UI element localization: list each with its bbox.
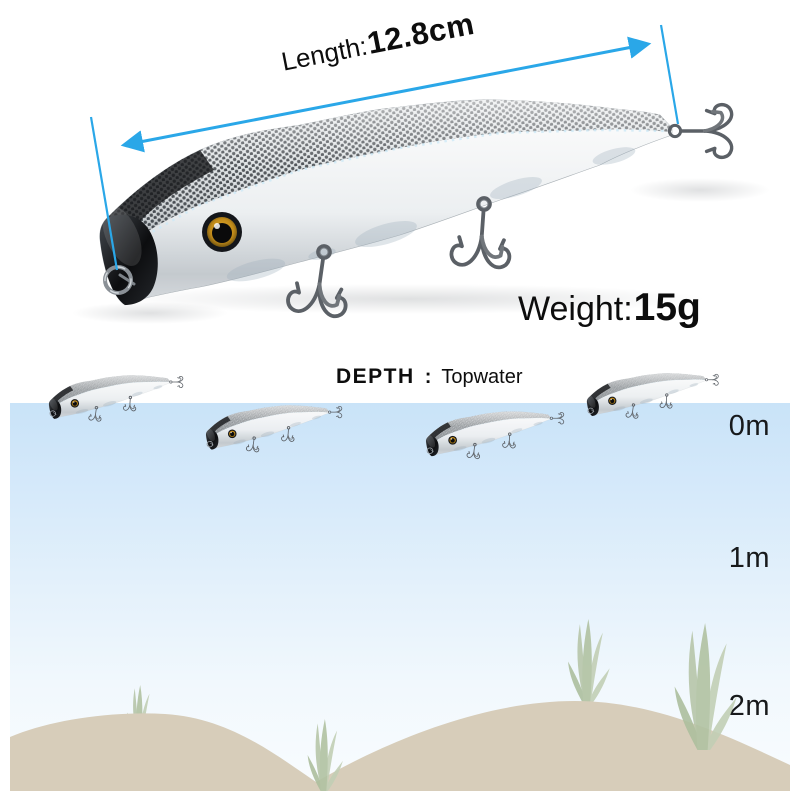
depth-marker-2m: 2m <box>728 690 770 722</box>
length-value: 12.8cm <box>364 5 478 61</box>
lure-head-shadow <box>72 302 228 324</box>
weight-value: 15g <box>633 286 701 329</box>
weight-dimension: Weight: 15g <box>518 286 701 330</box>
length-label: Length: <box>278 30 370 77</box>
water-depth-gradient: 0m 1m 2m <box>10 403 790 791</box>
depth-header: DEPTH : Topwater <box>336 365 523 389</box>
depth-separator: : <box>424 366 432 388</box>
lure-tail-shadow <box>630 178 770 202</box>
main-lure-photo <box>94 100 731 318</box>
depth-label: DEPTH <box>336 365 415 388</box>
depth-marker-0m: 0m <box>728 410 770 442</box>
weight-label: Weight: <box>518 290 633 328</box>
depth-value: Topwater <box>441 366 523 388</box>
length-tick-left <box>89 116 119 271</box>
length-dimension: Length: 12.8cm <box>227 0 533 112</box>
depth-marker-1m: 1m <box>728 542 770 574</box>
length-tick-right <box>659 24 680 125</box>
